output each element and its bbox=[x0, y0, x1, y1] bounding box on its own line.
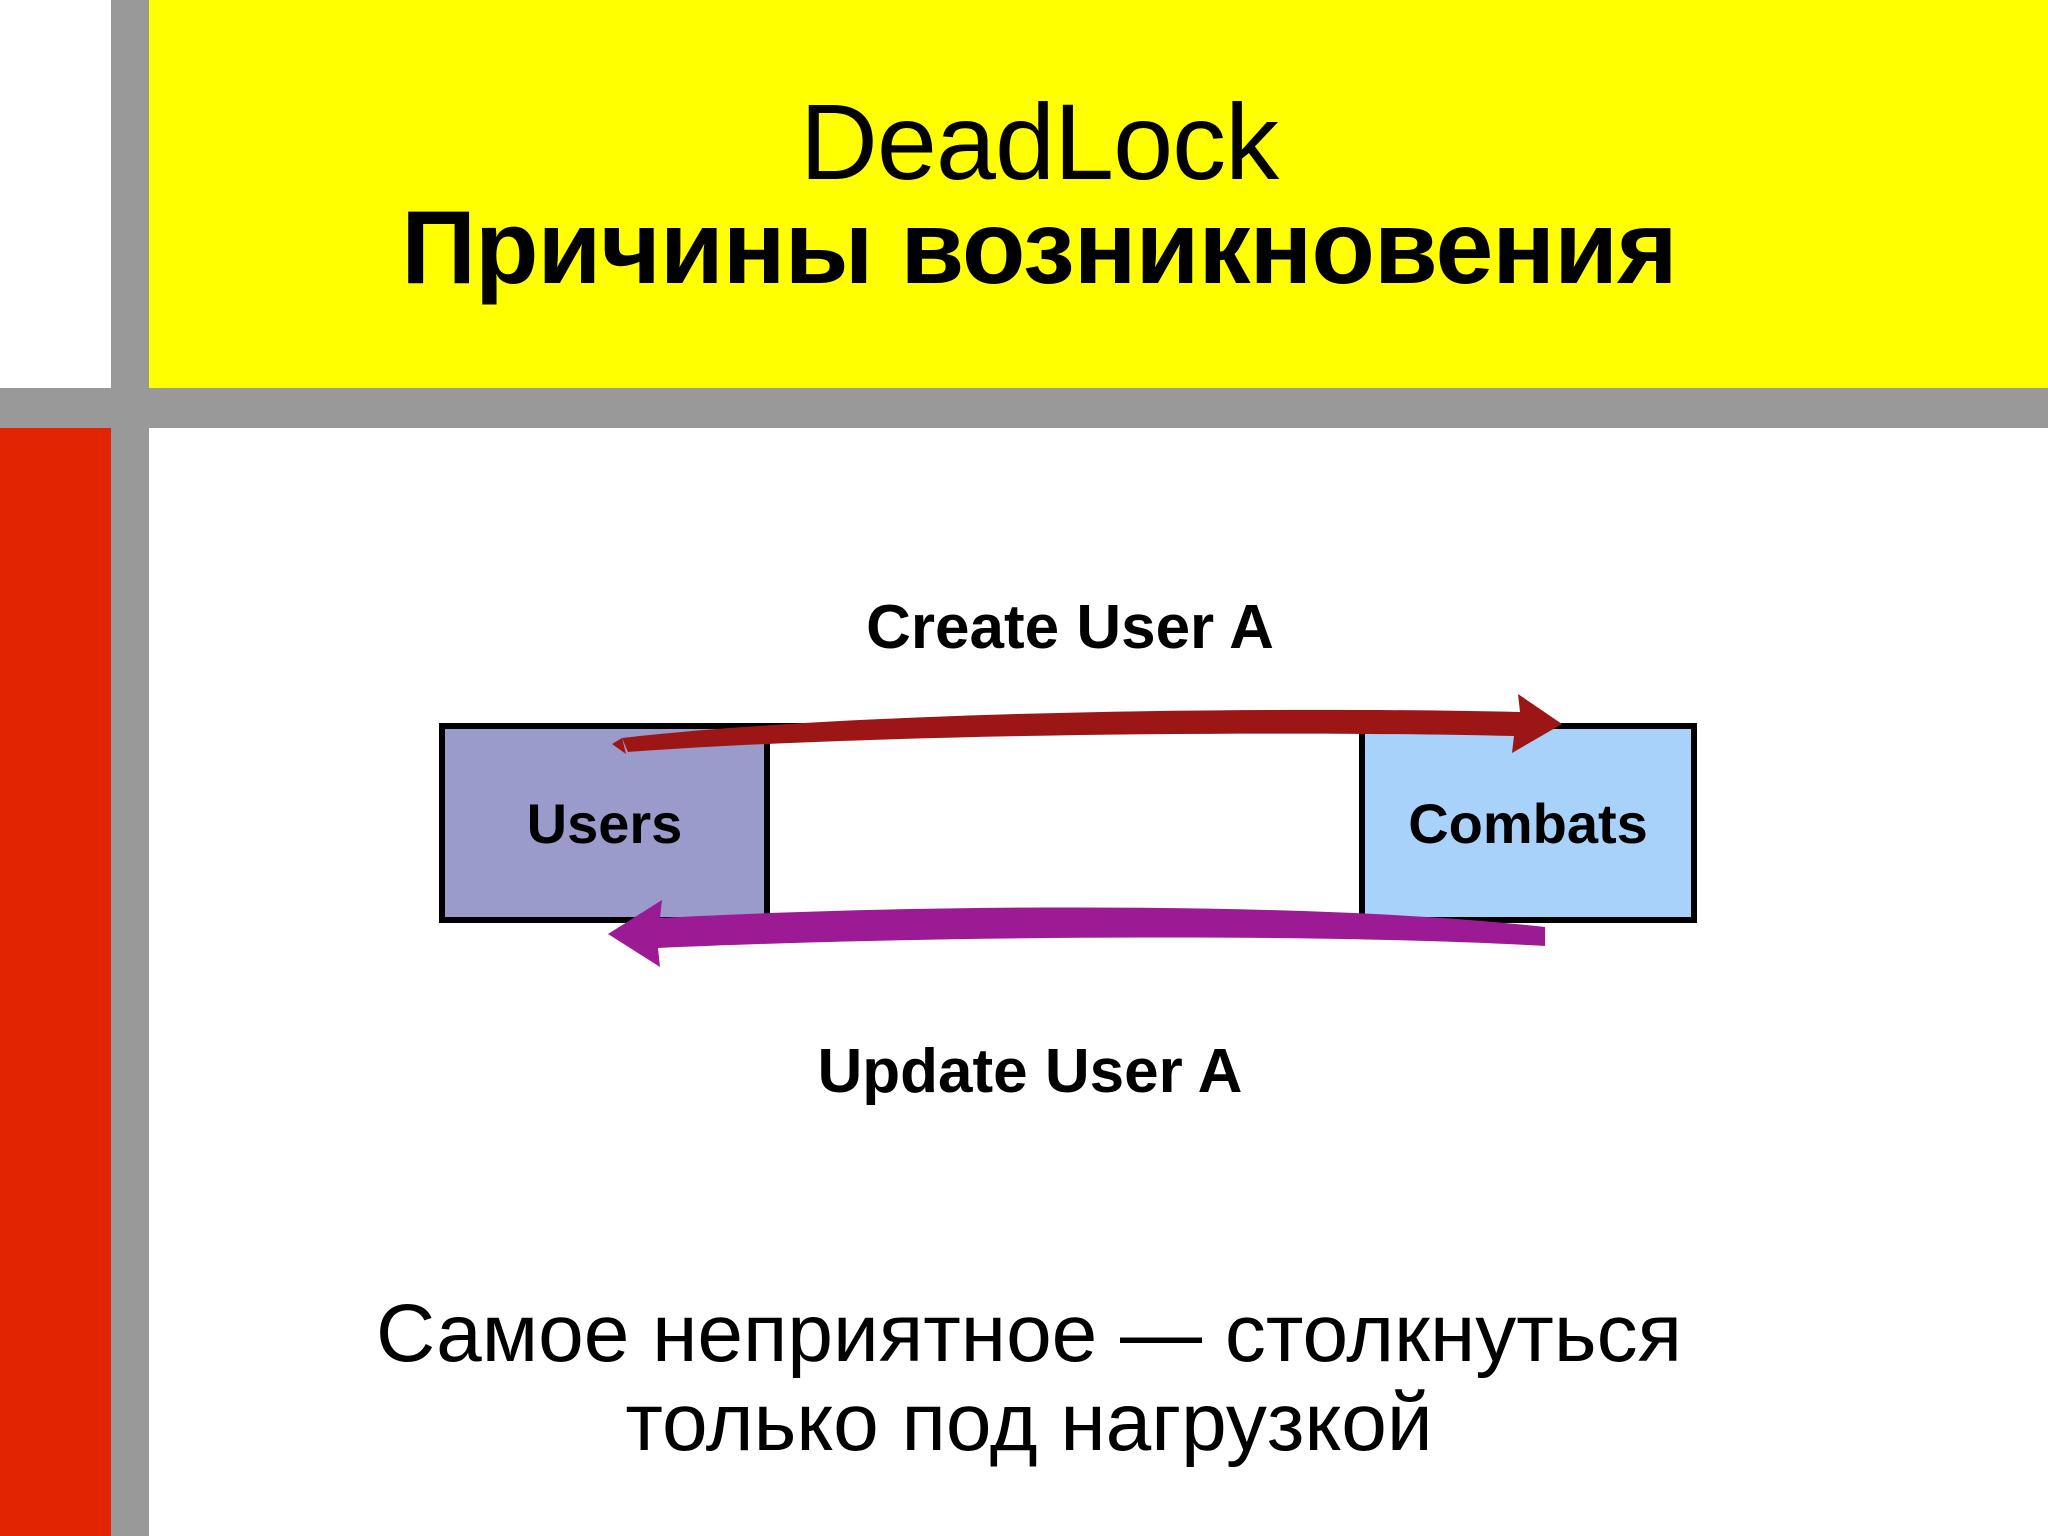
diagram-table-frame: Users Combats bbox=[439, 723, 1697, 923]
footer-statement-line-2: только под нагрузкой bbox=[625, 1376, 1433, 1468]
table-cell-combats-label: Combats bbox=[1408, 791, 1648, 855]
title-banner bbox=[149, 0, 2048, 388]
footer-statement-line-1: Самое неприятное — столкнуться bbox=[376, 1288, 1682, 1379]
footer-statement: Самое неприятное — столкнуться только по… bbox=[149, 1288, 1909, 1468]
left-red-accent-block bbox=[0, 428, 111, 1536]
table-cell-users-label: Users bbox=[526, 791, 683, 855]
table-cell-users: Users bbox=[445, 729, 770, 917]
table-cell-combats: Combats bbox=[1365, 729, 1691, 917]
diagram-label-update-user: Update User A bbox=[817, 1037, 1243, 1106]
slide-subtitle: Причины возникновения bbox=[401, 190, 1677, 306]
left-vertical-divider bbox=[111, 0, 149, 1536]
header-horizontal-divider bbox=[0, 388, 2048, 428]
table-cell-middle bbox=[770, 729, 1365, 917]
diagram-label-create-user: Create User A bbox=[866, 593, 1274, 662]
slide-title: DeadLock bbox=[799, 81, 1279, 202]
